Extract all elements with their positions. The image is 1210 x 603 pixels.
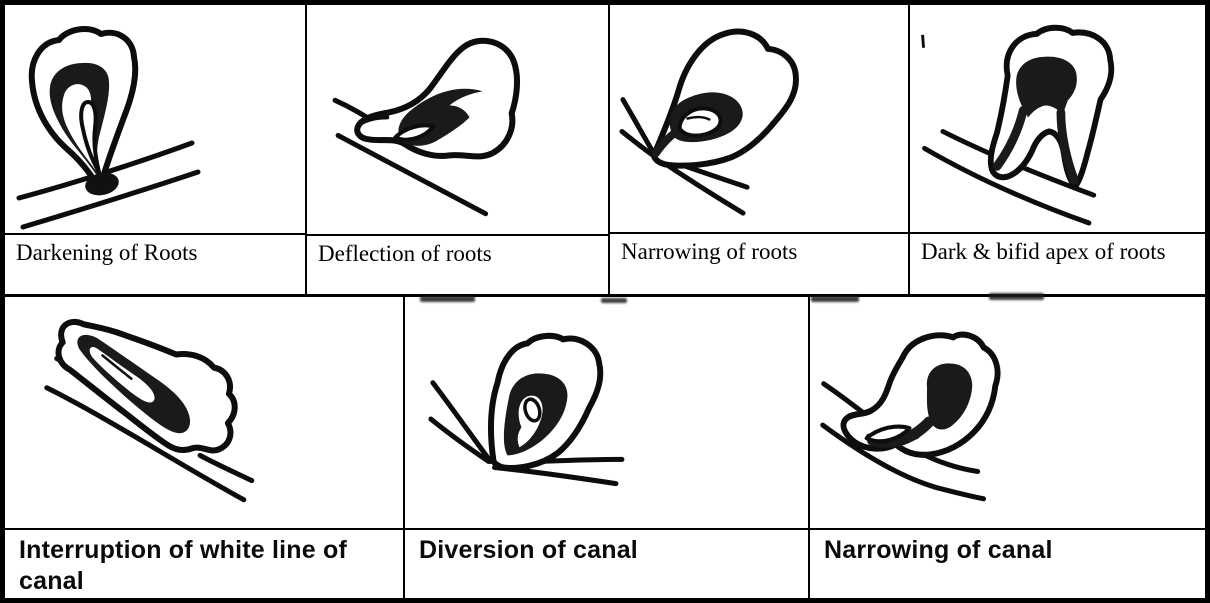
tooth-diversion-icon: [428, 332, 625, 487]
bottom-row: Interruption of white line of canal Dive…: [5, 297, 1205, 598]
panel-label: Darkening of Roots: [5, 233, 305, 294]
panel-narrowing-of-roots: Narrowing of roots: [610, 5, 910, 294]
panel-deflection-of-roots: Deflection of roots: [307, 5, 610, 294]
deflection-of-roots-illustration: [307, 5, 608, 234]
tooth-deflection-icon: [332, 37, 521, 217]
tooth-bifid-apex-icon: [921, 24, 1115, 226]
diversion-of-canal-illustration: [405, 297, 808, 528]
panel-interruption-white-line: Interruption of white line of canal: [5, 297, 405, 598]
tooth-darkening-icon: [16, 26, 201, 230]
panel-label: Interruption of white line of canal: [5, 528, 403, 598]
tooth-narrowing-canal-icon: [820, 331, 1001, 502]
panel-label: Deflection of roots: [307, 233, 608, 294]
top-row: Darkening of Roots Deflection of roots: [5, 5, 1205, 297]
text-remnant: [989, 293, 1044, 300]
dark-bifid-apex-illustration: [910, 5, 1205, 232]
panel-dark-bifid-apex: Dark & bifid apex of roots: [910, 5, 1205, 294]
panel-narrowing-of-canal: Narrowing of canal: [810, 297, 1205, 598]
panel-label: Dark & bifid apex of roots: [910, 232, 1205, 294]
panel-label: Diversion of canal: [405, 528, 808, 598]
text-remnant: [601, 298, 627, 303]
darkening-of-roots-illustration: [5, 5, 305, 233]
text-remnant: [420, 296, 475, 302]
panel-diversion-of-canal: Diversion of canal: [405, 297, 810, 598]
narrowing-of-canal-illustration: [810, 297, 1205, 528]
text-remnant: [811, 296, 859, 302]
panel-darkening-of-roots: Darkening of Roots: [5, 5, 307, 294]
tooth-narrowing-roots-icon: [619, 28, 799, 216]
narrowing-of-roots-illustration: [610, 5, 908, 232]
panel-label: Narrowing of canal: [810, 528, 1205, 598]
interruption-white-line-illustration: [5, 297, 403, 528]
panel-label: Narrowing of roots: [610, 232, 908, 294]
tooth-interruption-icon: [44, 318, 255, 503]
